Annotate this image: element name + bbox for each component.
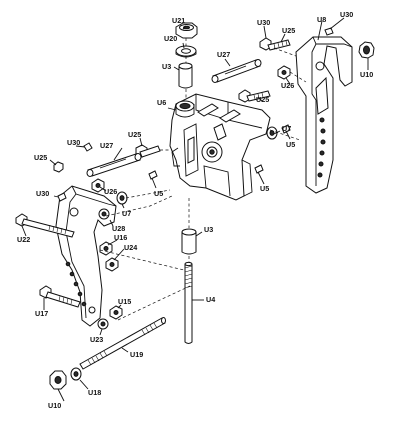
label-u25-left-small: U25 <box>34 153 47 162</box>
bracket-u8 <box>295 36 353 194</box>
nut-u16 <box>99 241 113 256</box>
washer-u23 <box>97 318 109 330</box>
label-u25-top: U25 <box>282 26 295 35</box>
washer-u7-left <box>116 191 128 205</box>
label-u8: U8 <box>317 15 326 24</box>
label-u10-left: U10 <box>48 401 61 410</box>
label-u15: U15 <box>118 297 131 306</box>
label-u5-left: U5 <box>154 189 163 198</box>
sleeve-u3-top <box>178 62 193 89</box>
nut-u26-left <box>91 178 105 193</box>
pin-u27-top <box>211 59 262 83</box>
nut-u21 <box>175 22 198 39</box>
washer-u20 <box>175 45 197 58</box>
label-u23: U23 <box>90 335 103 344</box>
screw-u30-left-lower <box>57 192 67 202</box>
fitting-u5-right-upper <box>281 124 291 134</box>
label-u18: U18 <box>88 388 101 397</box>
label-u10-right: U10 <box>360 70 373 79</box>
bracket-u28 <box>55 185 117 327</box>
nut-u26-top <box>277 65 291 80</box>
part-labels: U21 U20 U3 U6 U30 U25 U27 U26 U25 U7 U5 … <box>17 10 373 410</box>
label-u3-lower: U3 <box>204 225 213 234</box>
sleeve-u3-lower <box>181 228 197 255</box>
label-u26-left: U26 <box>104 187 117 196</box>
label-u21: U21 <box>172 16 185 25</box>
label-u5-right-lower: U5 <box>260 184 269 193</box>
fitting-u5-left <box>148 170 158 180</box>
label-u19: U19 <box>130 350 143 359</box>
label-u4: U4 <box>206 295 215 304</box>
label-u27-left: U27 <box>100 141 113 150</box>
label-u30-top: U30 <box>257 18 270 27</box>
label-u30-left-lower: U30 <box>36 189 49 198</box>
label-u20: U20 <box>164 34 177 43</box>
housing-u6 <box>169 93 271 201</box>
label-u7-left: U7 <box>122 209 131 218</box>
pin-u27-left <box>86 153 142 177</box>
rod-u4 <box>184 261 193 344</box>
screw-u30-left-upper <box>83 142 93 152</box>
bolt-u17 <box>39 285 81 308</box>
label-u16: U16 <box>114 233 127 242</box>
washer-u7-right <box>266 126 278 140</box>
label-u25-mid: U25 <box>256 95 269 104</box>
shaft-u19 <box>79 317 166 370</box>
label-u22: U22 <box>17 235 30 244</box>
screw-u30-top-right <box>324 27 334 36</box>
label-u30-top-right: U30 <box>340 10 353 19</box>
nut-u10-right <box>358 41 375 59</box>
label-u7-right: U7 <box>282 124 291 133</box>
bolt-u25-mid <box>238 89 271 103</box>
leader-lines <box>21 17 369 402</box>
label-u6: U6 <box>157 98 166 107</box>
bolt-u22 <box>15 213 75 238</box>
nut-u24 <box>105 257 119 272</box>
label-u30-left-upper: U30 <box>67 138 80 147</box>
label-u17: U17 <box>35 309 48 318</box>
label-u28: U28 <box>112 224 125 233</box>
washer-u18 <box>70 367 82 381</box>
label-u27-top: U27 <box>217 50 230 59</box>
nut-u25-left-small <box>53 161 64 173</box>
label-u26-top: U26 <box>281 81 294 90</box>
label-u25-left: U25 <box>128 130 141 139</box>
fitting-u5-right-lower <box>254 164 264 174</box>
label-u24: U24 <box>124 243 137 252</box>
label-u5-right-upper: U5 <box>286 140 295 149</box>
label-u3-top: U3 <box>162 62 171 71</box>
nut-u15 <box>109 305 123 320</box>
nut-u10-left <box>49 370 67 390</box>
